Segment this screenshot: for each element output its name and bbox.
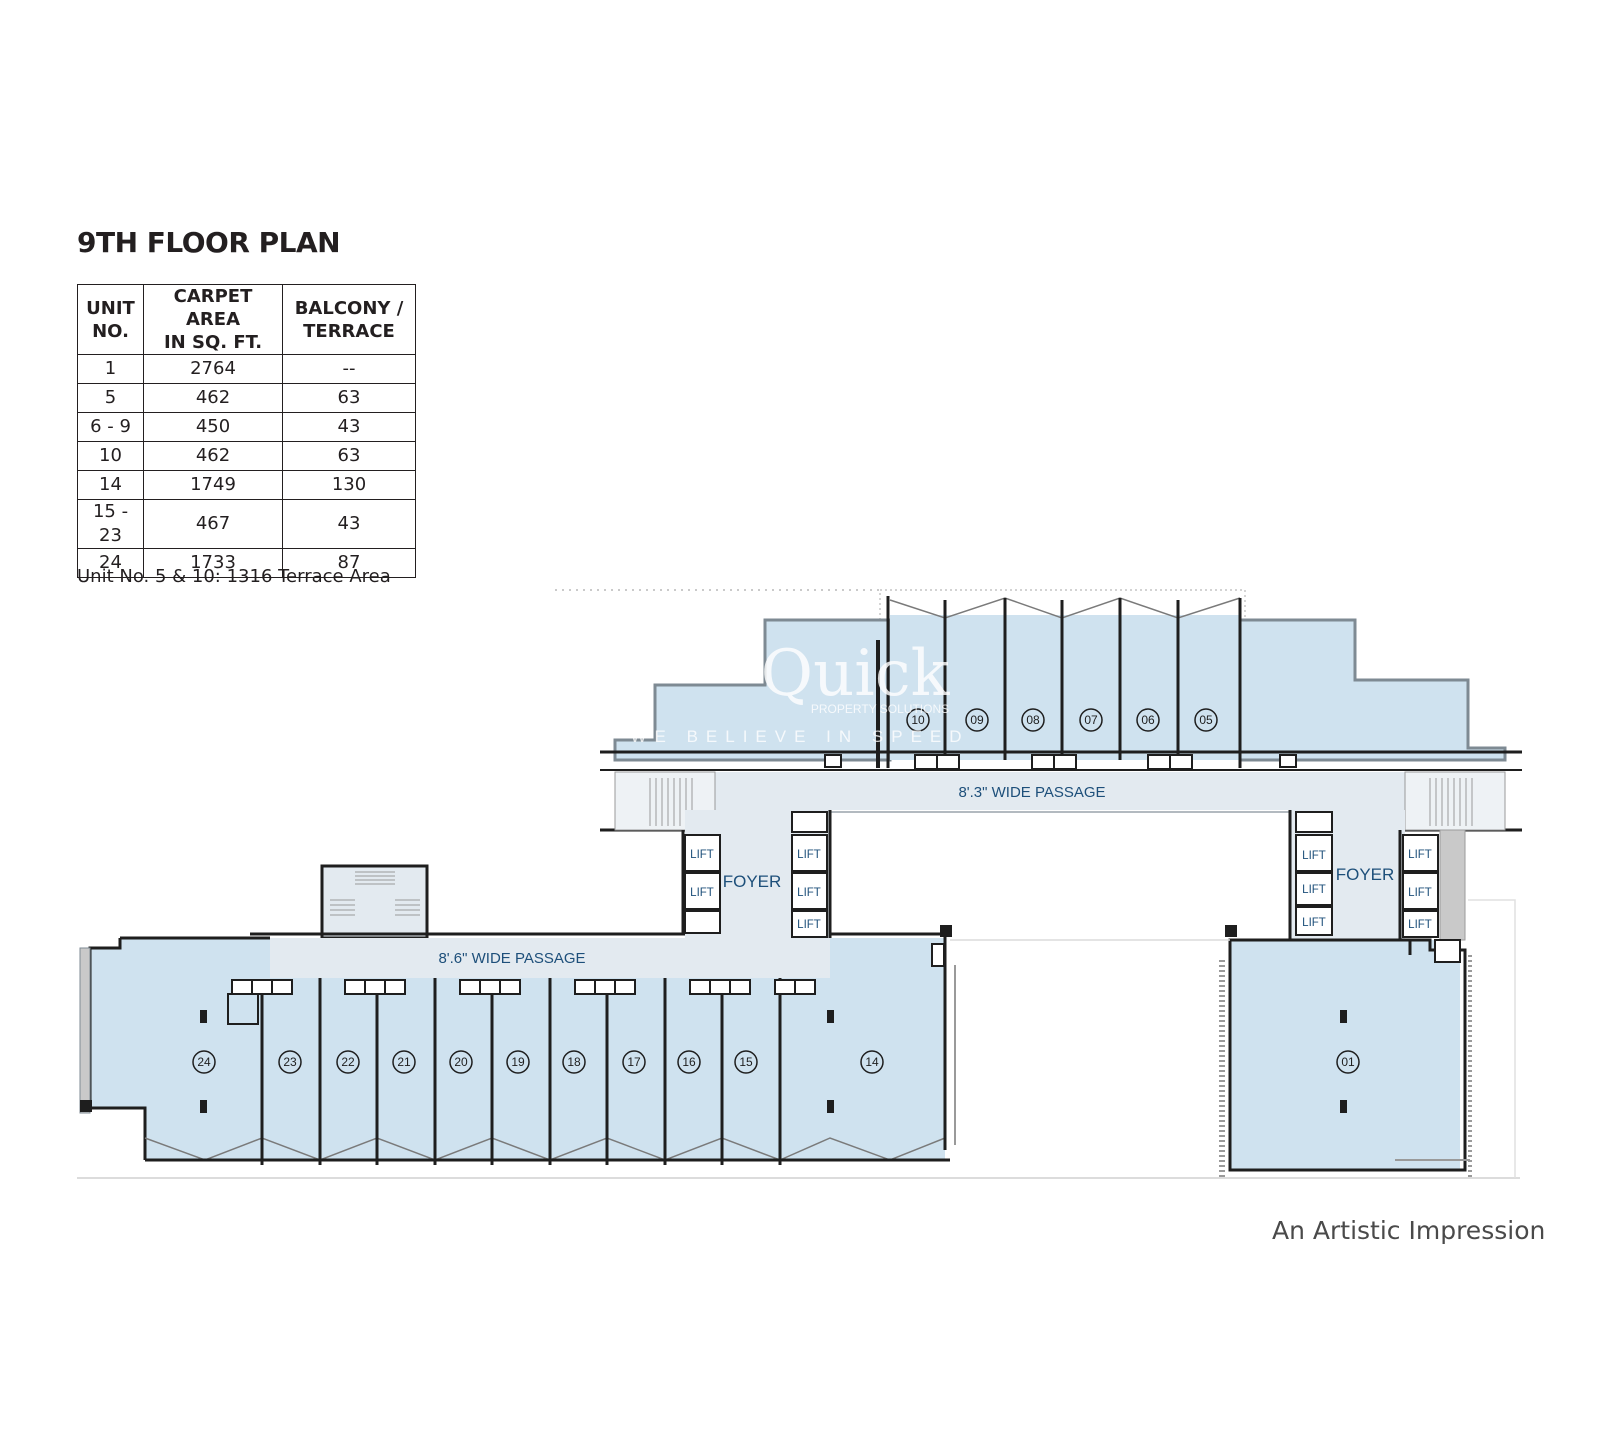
lift-label: LIFT	[797, 887, 821, 899]
header-balcony-terrace: BALCONY /TERRACE	[282, 284, 416, 355]
unit-number: 09	[970, 713, 984, 727]
cell-carpet: 2764	[143, 354, 283, 384]
cell-balcony: 87	[282, 548, 416, 578]
terrace-note: Unit No. 5 & 10: 1316 Terrace Area	[77, 566, 391, 587]
unit-number: 07	[1084, 713, 1098, 727]
unit-number: 14	[865, 1055, 879, 1069]
unit-number: 21	[397, 1055, 411, 1069]
unit-number: 01	[1341, 1055, 1355, 1069]
lift-label: LIFT	[1408, 887, 1432, 899]
cell-balcony: 43	[282, 499, 416, 549]
cell-unit: 15 - 23	[77, 499, 144, 549]
lift-label: LIFT	[690, 887, 714, 899]
unit-number: 10	[911, 713, 925, 727]
cell-balcony: 43	[282, 412, 416, 442]
unit-number: 17	[627, 1055, 641, 1069]
unit-number: 15	[739, 1055, 753, 1069]
artistic-impression-note: An Artistic Impression	[1272, 1216, 1546, 1245]
unit-number: 23	[283, 1055, 297, 1069]
cell-unit: 6 - 9	[77, 412, 144, 442]
cell-carpet: 450	[143, 412, 283, 442]
passage-lower-label: 8'.6" WIDE PASSAGE	[438, 950, 585, 967]
unit-number: 16	[682, 1055, 696, 1069]
foyer-right-label: FOYER	[1336, 865, 1395, 884]
page-title: 9TH FLOOR PLAN	[77, 226, 341, 259]
unit-number: 18	[567, 1055, 581, 1069]
watermark-brand: Quick	[761, 637, 951, 711]
cell-unit: 1	[77, 354, 144, 384]
cell-carpet: 1733	[143, 548, 283, 578]
unit-number: 06	[1141, 713, 1155, 727]
lift-label: LIFT	[797, 849, 821, 861]
lift-label: LIFT	[797, 919, 821, 931]
cell-unit: 24	[77, 548, 144, 578]
unit-number: 20	[454, 1055, 468, 1069]
watermark-tagline: WE BELIEVE IN SPEED	[630, 727, 969, 746]
lift-label: LIFT	[1302, 917, 1326, 929]
lift-label: LIFT	[1302, 884, 1326, 896]
cell-unit: 10	[77, 441, 144, 471]
unit-number: 24	[197, 1055, 211, 1069]
lift-label: LIFT	[690, 849, 714, 861]
cell-carpet: 462	[143, 441, 283, 471]
watermark-sub: PROPERTY SOLUTIONS	[811, 702, 949, 716]
lift-label: LIFT	[1408, 849, 1432, 861]
cell-balcony: 63	[282, 383, 416, 413]
unit-number: 22	[341, 1055, 355, 1069]
cell-carpet: 462	[143, 383, 283, 413]
lift-label: LIFT	[1408, 919, 1432, 931]
passage-upper-label: 8'.3" WIDE PASSAGE	[958, 784, 1105, 801]
unit-number: 19	[511, 1055, 525, 1069]
watermark: Quick PROPERTY SOLUTIONS WE BELIEVE IN S…	[630, 637, 969, 746]
unit-number: 08	[1026, 713, 1040, 727]
unit-number: 05	[1199, 713, 1213, 727]
cell-carpet: 1749	[143, 470, 283, 500]
cell-balcony: 130	[282, 470, 416, 500]
foyer-left-label: FOYER	[723, 872, 782, 891]
lift-label: LIFT	[1302, 850, 1326, 862]
